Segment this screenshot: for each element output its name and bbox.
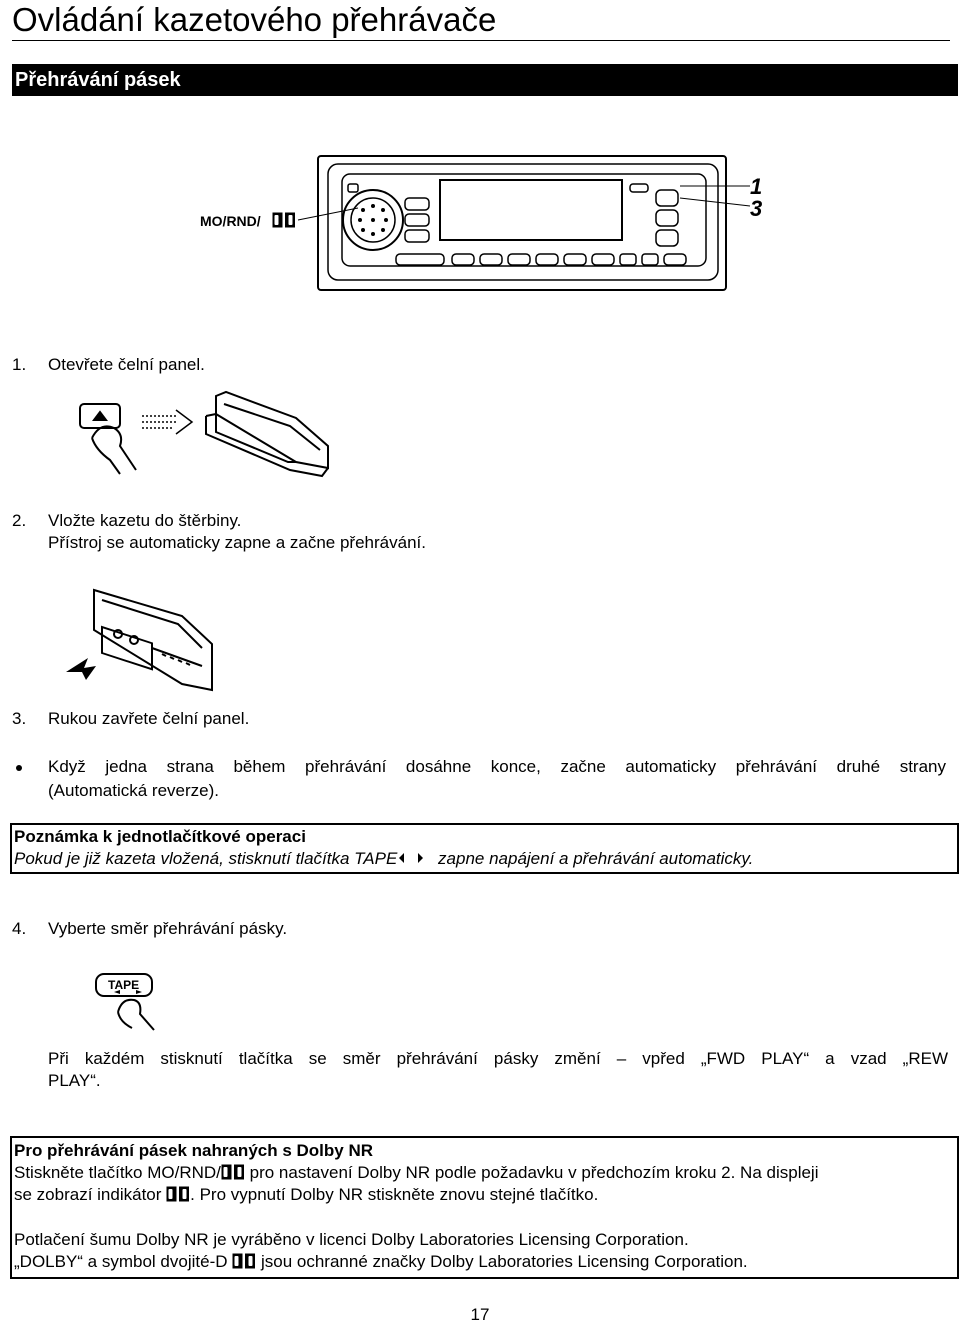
callout-1: 1 [750, 174, 762, 199]
note-text-after: zapne napájení a přehrávání automaticky. [438, 849, 754, 868]
note-text-before: Pokud je již kazeta vložená, stisknutí t… [14, 849, 398, 868]
section-title: Přehrávání pásek [15, 69, 181, 91]
dolby-trademark-a: „DOLBY“ a symbol dvojité-D [14, 1252, 228, 1271]
step-3-text: Rukou zavřete čelní panel. [48, 709, 250, 728]
dolby-line-1a: Stiskněte tlačítko MO/RND/ [14, 1163, 221, 1182]
tape-button-illustration: TAPE [92, 968, 162, 1032]
dolby-line-2a: se zobrazí indikátor [14, 1185, 162, 1204]
page-number: 17 [470, 1305, 490, 1324]
bullet-dot [16, 765, 22, 771]
open-panel-illustration [76, 386, 336, 486]
dolby-dd-icon [221, 1164, 244, 1180]
tape-button-label: TAPE [108, 978, 139, 992]
step-1-number: 1. [12, 355, 27, 374]
step-3-number: 3. [12, 709, 27, 728]
one-touch-note-box [10, 823, 959, 874]
mo-rnd-label: MO/RND/ [200, 213, 261, 229]
dolby-line-2: se zobrazí indikátor . Pro vypnutí Dolby… [14, 1184, 598, 1206]
step-4-number: 4. [12, 919, 27, 938]
direction-line-1: Při každém stisknutí tlačítka se směr př… [48, 1049, 948, 1068]
tape-right-arrow-icon [418, 853, 424, 863]
dolby-trademark-b: jsou ochranné značky Dolby Laboratories … [260, 1252, 748, 1271]
dolby-line-1: Stiskněte tlačítko MO/RND/ pro nastavení… [14, 1162, 818, 1184]
direction-line-2: PLAY“. [48, 1071, 101, 1090]
note-text: Pokud je již kazeta vložená, stisknutí t… [14, 848, 753, 870]
double-d-symbol-icon [232, 1253, 256, 1269]
dolby-line-1b: pro nastavení Dolby NR podle požadavku v… [249, 1163, 819, 1182]
step-2-line-2: Přístroj se automaticky zapne a začne př… [48, 533, 426, 552]
section-header: Přehrávání pásek [12, 64, 958, 96]
dolby-note-box [10, 1136, 959, 1279]
callout-3: 3 [750, 196, 762, 221]
dolby-line-2b: . Pro vypnutí Dolby NR stiskněte znovu s… [190, 1185, 599, 1204]
bullet-line-2: (Automatická reverze). [48, 781, 219, 800]
step-2-line-1: Vložte kazetu do štěrbiny. [48, 511, 242, 530]
step-4-text: Vyberte směr přehrávání pásky. [48, 919, 288, 938]
dolby-license-line: Potlačení šumu Dolby NR je vyráběno v li… [14, 1230, 689, 1249]
bullet-line-1: Když jedna strana během přehrávání dosáh… [48, 757, 946, 776]
note-title: Poznámka k jednotlačítkové operaci [14, 827, 306, 846]
dolby-trademark-line: „DOLBY“ a symbol dvojité-D jsou ochranné… [14, 1251, 748, 1273]
title-divider [12, 40, 950, 41]
dolby-note-title: Pro přehrávání pásek nahraných s Dolby N… [14, 1141, 374, 1160]
insert-cassette-illustration [62, 586, 222, 696]
head-unit-illustration: MO/RND/ 1 3 [200, 150, 780, 300]
tape-left-arrow-icon [399, 853, 405, 863]
step-2-number: 2. [12, 511, 27, 530]
step-1-text: Otevřete čelní panel. [48, 355, 205, 374]
page-title: Ovládání kazetového přehrávače [12, 1, 497, 38]
dolby-indicator-icon [166, 1186, 190, 1202]
